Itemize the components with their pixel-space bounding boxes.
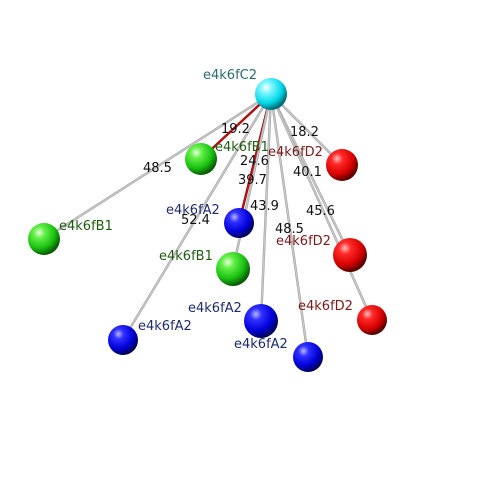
distance-bond: [270, 93, 343, 166]
atom-sphere-green[interactable]: [28, 223, 60, 255]
atom-label: e4k6fB1: [159, 249, 213, 264]
distance-bond: [122, 93, 272, 341]
atom-sphere-blue[interactable]: [293, 342, 323, 372]
distance-label: 48.5: [275, 222, 304, 237]
atom-label: e4k6fA2: [234, 337, 288, 352]
distance-bond: [270, 93, 373, 321]
atom-sphere-green[interactable]: [216, 252, 250, 286]
atom-sphere-blue[interactable]: [244, 304, 278, 338]
distance-bond: [232, 93, 272, 270]
distance-label: 48.5: [143, 161, 172, 176]
distance-label: 39.7: [238, 173, 267, 188]
distance-label: 24.6: [240, 154, 269, 169]
distance-bond: [43, 93, 272, 240]
distance-label: 43.9: [250, 199, 279, 214]
atom-sphere-green[interactable]: [185, 143, 217, 175]
atom-sphere-cyan[interactable]: [255, 78, 287, 110]
atom-label: e4k6fA2: [138, 319, 192, 334]
distance-label: 19.2: [221, 122, 250, 137]
distance-bond: [260, 93, 272, 322]
atom-label: e4k6fD2: [276, 234, 331, 249]
distance-label: 52.4: [181, 213, 210, 228]
atom-label: e4k6fD2: [298, 299, 353, 314]
atom-label: e4k6fA2: [166, 203, 220, 218]
atom-sphere-blue[interactable]: [108, 325, 138, 355]
atom-label: e4k6fB1: [59, 219, 113, 234]
atom-label: e4k6fC2: [203, 68, 257, 83]
atom-sphere-blue[interactable]: [224, 208, 254, 238]
atom-sphere-red[interactable]: [326, 149, 358, 181]
distance-label: 18.2: [290, 125, 319, 140]
atom-layer: [28, 78, 387, 372]
distance-label: 40.1: [293, 165, 322, 180]
distance-bond: [270, 93, 309, 358]
atom-label: e4k6fD2: [268, 145, 323, 160]
atom-label: e4k6fA2: [188, 301, 242, 316]
bond-layer: [43, 92, 374, 358]
atom-sphere-red[interactable]: [357, 305, 387, 335]
atom-label: e4k6fB1: [215, 140, 269, 155]
distance-label: 45.6: [306, 204, 335, 219]
atom-sphere-red[interactable]: [333, 238, 367, 272]
